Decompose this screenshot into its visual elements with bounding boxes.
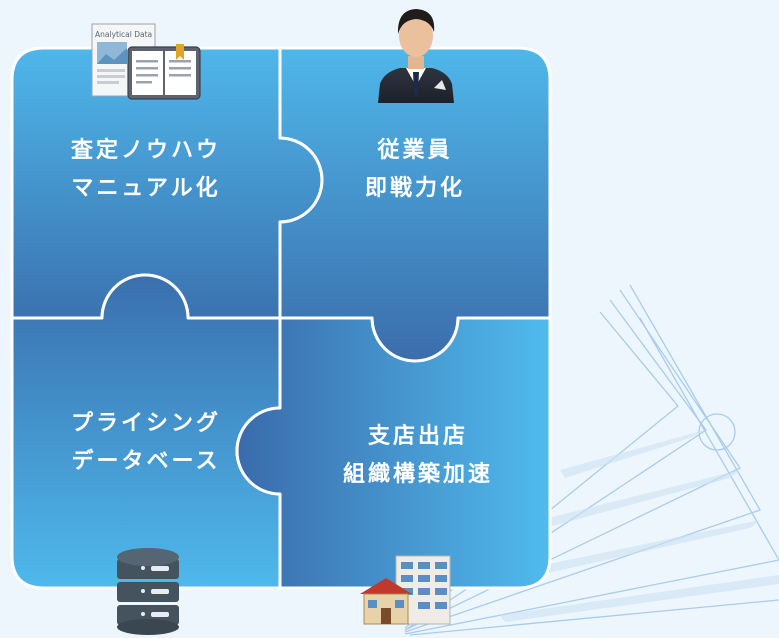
puzzle-piece-bottom-right — [235, 316, 552, 590]
label-top-left-line-1: 査定ノウハウ — [70, 138, 221, 163]
database-icon — [117, 548, 179, 635]
analytical-data-notebook-icon: Analytical Data — [91, 23, 201, 100]
label-bottom-right: 支店出店 組織構築加速 — [318, 418, 518, 494]
branch-building-icon — [360, 555, 451, 625]
decorative-fan — [500, 430, 779, 622]
label-top-right-line-2: 即戦力化 — [364, 176, 465, 201]
label-bottom-right-line-2: 組織構築加速 — [342, 462, 493, 487]
label-bottom-right-line-1: 支店出店 — [367, 424, 468, 449]
label-bottom-left: プライシング データベース — [22, 405, 270, 481]
label-bottom-left-line-2: データベース — [71, 449, 221, 474]
label-top-left: 査定ノウハウ マニュアル化 — [22, 132, 270, 208]
puzzle-pieces — [10, 46, 552, 590]
analytical-data-icon-text: Analytical Data — [95, 30, 152, 39]
label-top-right: 従業員 即戦力化 — [320, 132, 510, 208]
businessman-avatar-icon — [378, 9, 454, 103]
label-top-right-line-1: 従業員 — [377, 138, 453, 163]
label-bottom-left-line-1: プライシング — [70, 411, 221, 436]
label-top-left-line-2: マニュアル化 — [71, 176, 221, 201]
